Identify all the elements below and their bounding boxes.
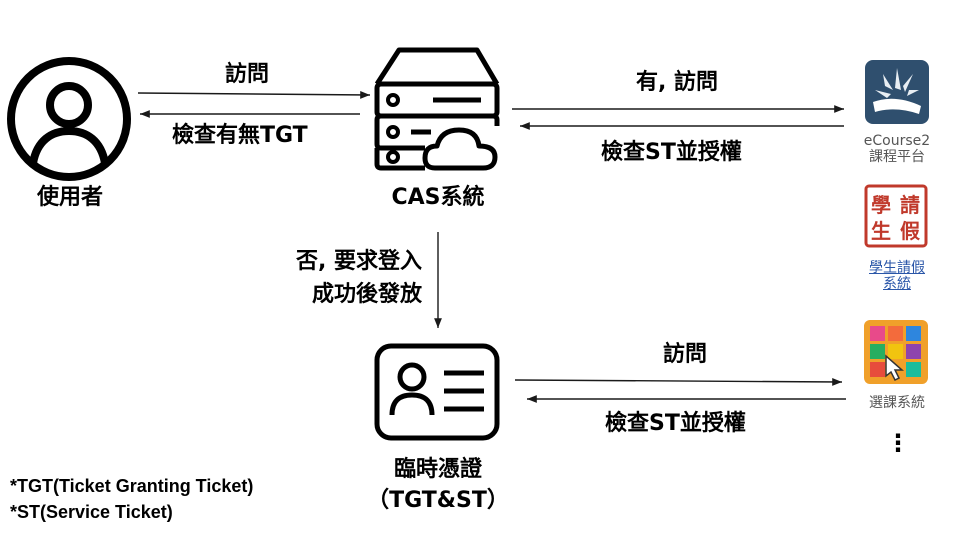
ecourse-label-line2: 課程平台 xyxy=(869,149,925,165)
server-cloud-icon xyxy=(373,46,503,176)
arrow-user-to-cas xyxy=(137,90,371,99)
note-tgt: *TGT(Ticket Granting Ticket) xyxy=(10,476,254,496)
leave-seal-char-1: 學 xyxy=(871,193,891,217)
course-select-label: 選課系統 xyxy=(869,395,925,411)
edge-label-credential-to-course: 訪問 xyxy=(663,342,708,367)
edge-label-cas-to-user: 檢查有無TGT xyxy=(172,123,308,148)
ecourse-logo-icon[interactable] xyxy=(865,60,929,124)
ecourse-label-line1: eCourse2 xyxy=(863,133,931,149)
edge-label-cas-to-ecourse: 有, 訪問 xyxy=(636,70,719,95)
edge-label-cas-to-credential-1: 否, 要求登入 xyxy=(295,249,422,274)
leave-seal-char-4: 假 xyxy=(900,219,921,243)
note-st: *ST(Service Ticket) xyxy=(10,502,173,522)
edge-label-course-to-credential: 檢查ST並授權 xyxy=(605,411,746,436)
edge-label-cas-to-credential-2: 成功後發放 xyxy=(311,282,422,307)
credential-label-line1: 臨時憑證 xyxy=(393,457,482,482)
more-services-ellipsis: ⋮ xyxy=(886,429,910,457)
edge-label-user-to-cas: 訪問 xyxy=(225,62,270,87)
leave-seal-icon[interactable]: 學 請 生 假 xyxy=(864,184,928,248)
edge-label-ecourse-to-cas: 檢查ST並授權 xyxy=(601,140,742,165)
leave-label-line2[interactable]: 系統 xyxy=(883,276,911,292)
leave-label-line1[interactable]: 學生請假 xyxy=(869,260,925,276)
arrow-credential-to-course xyxy=(514,378,843,386)
user-icon xyxy=(5,55,133,183)
leave-seal-char-3: 生 xyxy=(871,219,891,243)
user-label: 使用者 xyxy=(36,185,103,210)
course-select-logo-icon[interactable] xyxy=(864,320,928,384)
id-card-icon xyxy=(374,343,500,441)
cas-label: CAS系統 xyxy=(391,185,485,210)
credential-label-line2: （TGT&ST） xyxy=(367,488,509,513)
leave-seal-char-2: 請 xyxy=(900,193,920,217)
